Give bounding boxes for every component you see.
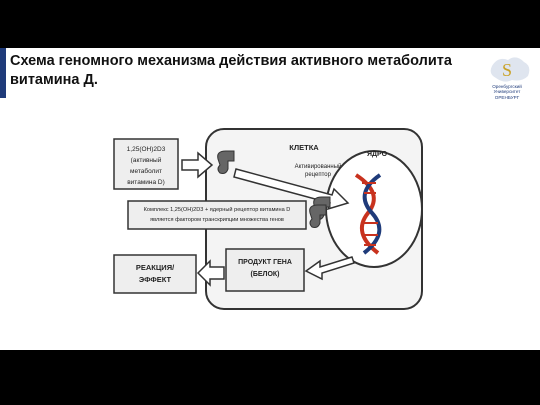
metabolite-box-text: 1,25(OH)2D3 (активный метаболит витамина… (114, 144, 178, 188)
complex-line-2: является фактором транскрипции множества… (150, 217, 284, 223)
reaction-box-text: РЕАКЦИЯ/ ЭФФЕКТ (114, 262, 196, 286)
arrow-product-to-reaction (196, 259, 225, 287)
logo-line-1: Оренбургский (492, 84, 522, 89)
gene-product-line-2: (БЕЛОК) (250, 271, 280, 278)
complex-line-1: Комплекс 1,25(OH)2D3 + ядерный рецептор … (143, 207, 291, 213)
logo-line-2: Университет (493, 89, 521, 95)
activated-receptor-line-1: Активированный (294, 164, 342, 170)
gene-product-box-text: ПРОДУКТ ГЕНА (БЕЛОК) (226, 257, 304, 281)
reaction-box (113, 254, 197, 294)
title-line-2: витамина Д. (10, 72, 98, 88)
title-accent-bar (0, 48, 6, 98)
logo-caption: Оренбургский Университет ОРЕНБУРГ (478, 84, 536, 100)
complex-box (127, 200, 307, 230)
complex-receptor-icon (309, 204, 327, 228)
nucleus-label: ЯДРО (366, 151, 388, 158)
complex-box-text: Комплекс 1,25(OH)2D3 + ядерный рецептор … (128, 205, 306, 225)
metabolite-line-1: 1,25(OH)2D3 (126, 146, 166, 153)
receptor-icon (217, 150, 235, 174)
arrow-nucleus-to-product (304, 256, 355, 281)
svg-text:S: S (502, 60, 512, 80)
university-logo: S (490, 57, 530, 82)
dna-strand-blue (362, 173, 382, 255)
arrow-into-cell (181, 151, 214, 179)
gene-product-line-1: ПРОДУКТ ГЕНА (238, 259, 292, 266)
gene-product-box (225, 248, 305, 292)
vitamin-d-mechanism-diagram: 1,25(OH)2D3 (активный метаболит витамина… (106, 117, 427, 313)
title-line-1: Схема геномного механизма действия актив… (10, 53, 452, 69)
activated-receptor-label: Активированный рецептор (288, 163, 348, 179)
activated-receptor-line-2: рецептор (305, 172, 331, 178)
cell-label: КЛЕТКА (289, 143, 319, 152)
reaction-line-2: ЭФФЕКТ (138, 275, 172, 284)
metabolite-line-3: витамина D) (127, 179, 165, 186)
metabolite-line-2: (активный метаболит (130, 157, 162, 175)
logo-line-3: ОРЕНБУРГ (494, 94, 520, 100)
reaction-line-1: РЕАКЦИЯ/ (135, 263, 175, 272)
slide-title: Схема геномного механизма действия актив… (10, 52, 480, 90)
metabolite-box (113, 138, 179, 190)
